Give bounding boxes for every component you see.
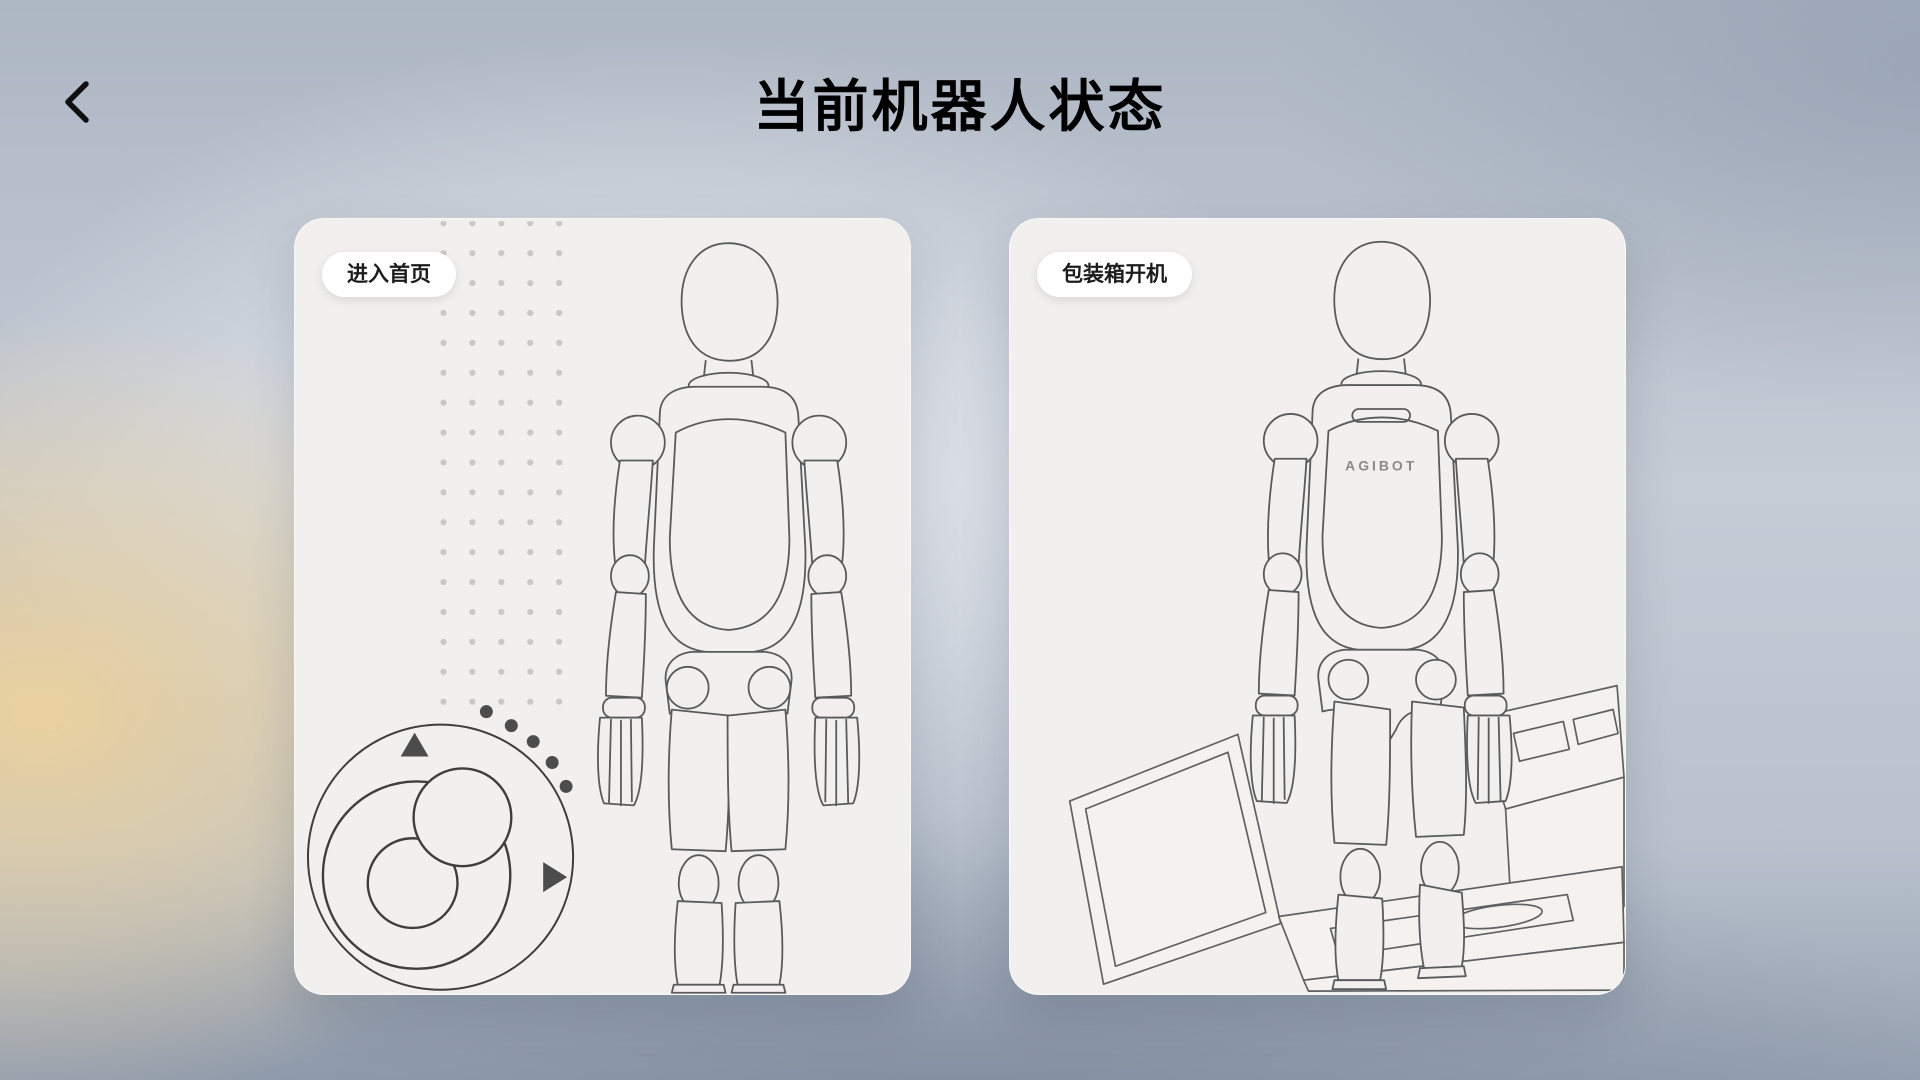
robot-standing-illustration <box>306 221 861 994</box>
back-button[interactable] <box>50 72 110 132</box>
card-box-power-on-label: 包装箱开机 <box>1037 252 1192 297</box>
card-enter-home[interactable]: 进入首页 <box>294 218 911 995</box>
card-enter-home-label: 进入首页 <box>322 252 456 297</box>
page-title: 当前机器人状态 <box>753 75 1167 138</box>
status-cards: 进入首页 <box>0 218 1920 995</box>
arrow-up-icon <box>400 732 429 757</box>
robot-unboxing-illustration: AGIBOT <box>1068 240 1625 992</box>
robot-leg <box>1410 700 1467 980</box>
robot-figure: AGIBOT <box>1249 240 1513 991</box>
back-chevron-icon <box>65 81 89 123</box>
card-box-power-on[interactable]: 包装箱开机 <box>1009 218 1626 995</box>
robot-brand-text: AGIBOT <box>1345 458 1417 474</box>
robot-figure <box>597 242 861 994</box>
robot-arm <box>1249 413 1319 804</box>
robot-leg <box>1330 700 1392 991</box>
arrow-right-icon <box>543 862 568 893</box>
robot-arm <box>597 414 666 807</box>
joystick-dial-illustration <box>306 705 575 991</box>
robot-leg <box>667 708 731 994</box>
dot-grid-decoration <box>422 221 565 710</box>
